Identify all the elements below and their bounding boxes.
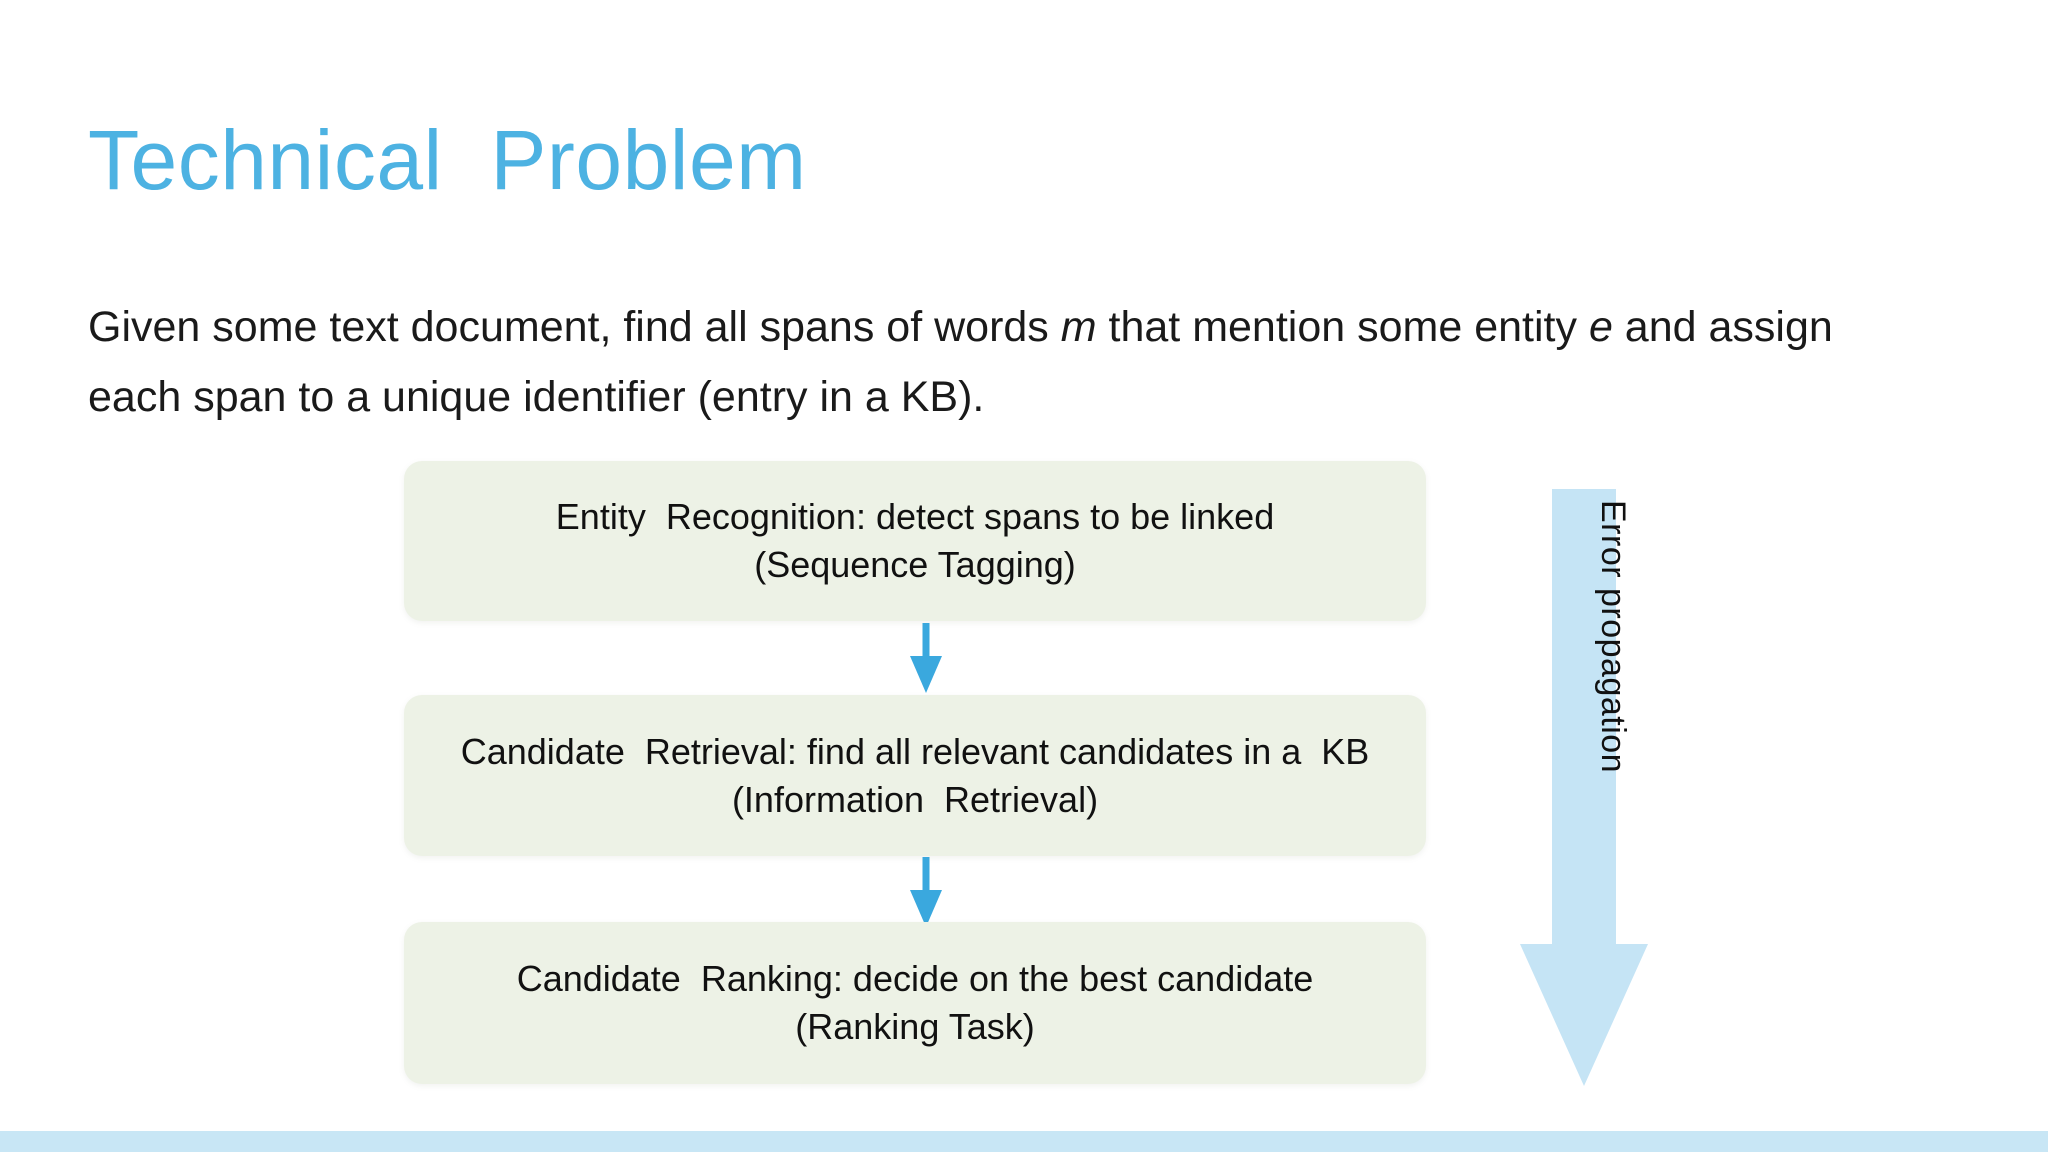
flow-step-candidate-retrieval[interactable]: Candidate Retrieval: find all relevant c… [404, 695, 1426, 856]
flow-step-subtitle: (Sequence Tagging) [754, 544, 1076, 585]
down-arrow-icon [906, 857, 946, 927]
flow-step-title: Entity Recognition: detect spans to be l… [555, 496, 1275, 537]
bottom-accent-band [0, 1131, 2048, 1152]
flow-step-title: Candidate Retrieval: find all relevant c… [460, 730, 1370, 772]
body-text-italic-e: e [1588, 303, 1613, 351]
page-title: Technical Problem [88, 113, 807, 207]
body-paragraph: Given some text document, find all spans… [88, 292, 1928, 432]
body-text-part3: and assign each span to a unique identif… [88, 303, 1833, 421]
flow-step-subtitle: (Ranking Task) [795, 1006, 1035, 1047]
flow-step-title: Candidate Ranking: decide on the best ca… [516, 958, 1314, 999]
flow-step-subtitle: (Information Retrieval) [731, 778, 1099, 820]
body-text-italic-m: m [1060, 303, 1097, 351]
body-text-part2: that mention some entity [1096, 303, 1589, 351]
body-text-part1: Given some text document, find all spans… [88, 303, 1061, 351]
down-arrow-icon [906, 623, 946, 693]
down-block-arrow-icon [1518, 489, 1650, 1089]
flow-step-entity-recognition[interactable]: Entity Recognition: detect spans to be l… [404, 461, 1426, 621]
flow-step-candidate-ranking[interactable]: Candidate Ranking: decide on the best ca… [404, 922, 1426, 1084]
